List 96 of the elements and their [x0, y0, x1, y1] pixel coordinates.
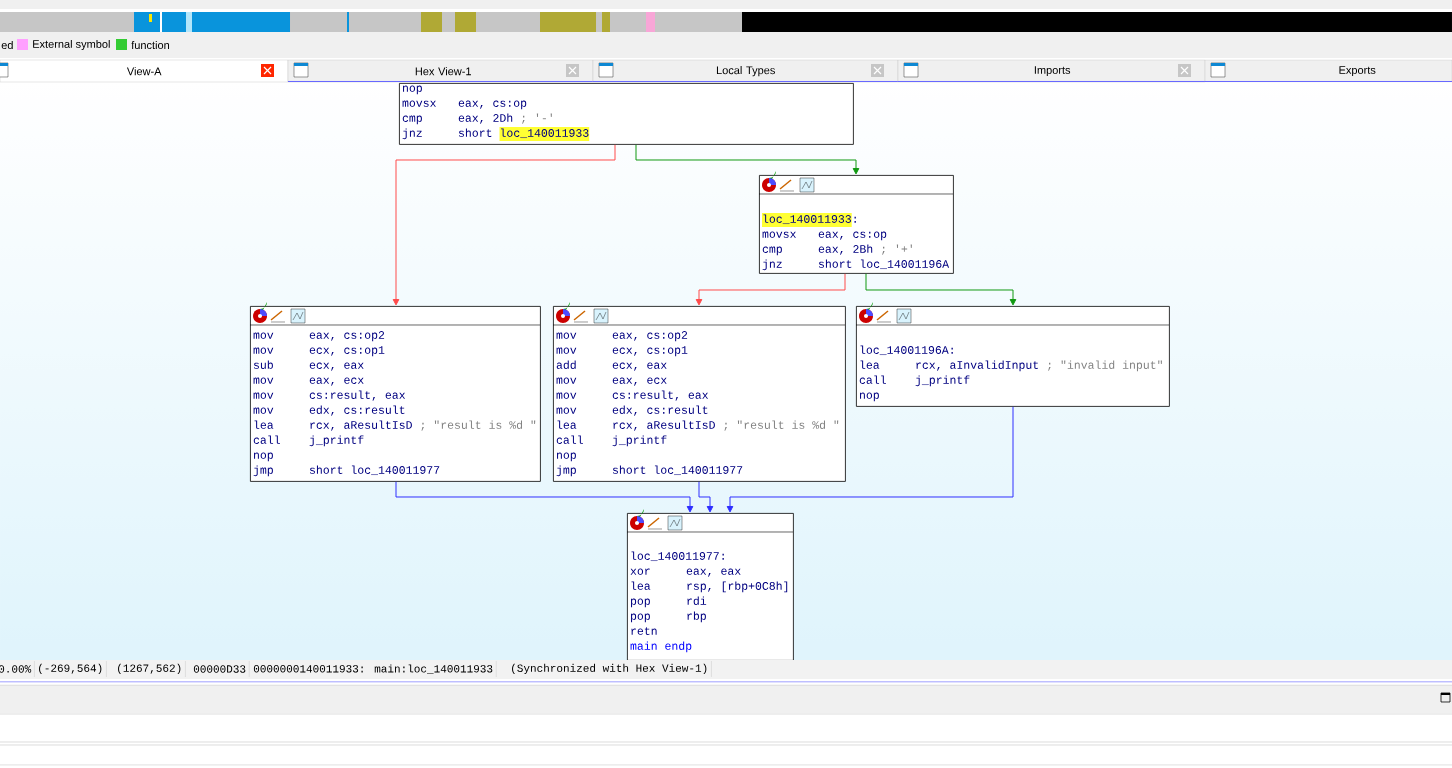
operand: short — [458, 128, 492, 137]
mnemonic: mov — [556, 392, 577, 399]
operand: rbp — [687, 611, 706, 623]
mnemonic: nop — [557, 452, 576, 462]
arrow — [698, 481, 714, 513]
operand: eax, 2Bh — [818, 244, 873, 255]
mnemonic: nop — [860, 392, 879, 402]
mnemonic: lea — [860, 360, 880, 369]
mnemonic: call — [253, 435, 280, 444]
operand: eax, cs:op2 — [309, 331, 385, 342]
operand: short loc_140011977 — [309, 465, 440, 476]
status-text: (Synchronized with Hex View-1) — [512, 663, 707, 675]
mnemonic: mov — [556, 332, 577, 339]
mnemonic: mov — [253, 347, 274, 354]
operand: j_printf — [309, 435, 364, 447]
operand: eax, eax — [686, 568, 741, 577]
mnemonic: mov — [253, 377, 274, 384]
mnemonic: mov — [253, 407, 274, 414]
mnemonic: mov — [556, 347, 577, 354]
arrow — [635, 144, 860, 175]
status-text: 00000D33 — [193, 665, 246, 673]
operand: j_printf — [915, 375, 970, 387]
tab: Imports — [897, 59, 1206, 83]
tab: View-A — [0, 59, 289, 83]
mnemonic: jnz — [402, 128, 422, 140]
operand: ecx, cs:op1 — [309, 346, 385, 357]
mnemonic: xor — [630, 568, 650, 575]
operand: eax, cs:op — [458, 100, 527, 110]
mnemonic: cmp — [402, 115, 422, 125]
mnemonic: mov — [556, 407, 577, 414]
legend-text: External symbol — [33, 39, 110, 51]
mnemonic: call — [859, 375, 886, 384]
mnemonic: jmp — [556, 465, 576, 477]
code-label: loc_140011977: — [631, 551, 724, 562]
mnemonic: jmp — [253, 465, 273, 477]
tab: Hex View-1 — [287, 59, 594, 83]
mnemonic: mov — [253, 332, 274, 339]
legend-text: function — [131, 40, 169, 50]
status-text: (-269,564) — [39, 663, 102, 675]
mnemonic: mov — [253, 392, 274, 399]
operand: eax, ecx — [612, 377, 667, 386]
operand: edx, cs:result — [309, 405, 405, 416]
legend-text: ed — [1, 40, 13, 50]
arrow — [392, 144, 616, 306]
comment: ; '-' — [522, 113, 552, 124]
tab: Local Types — [592, 59, 899, 83]
tab: Exports — [1204, 59, 1452, 83]
mnemonic: call — [556, 435, 583, 444]
operand: cs:result, eax — [612, 390, 709, 401]
operand: eax, ecx — [309, 377, 364, 386]
mnemonic: lea — [631, 581, 651, 590]
operand: rcx, aResultIsD — [310, 420, 412, 431]
operand: eax, 2Dh — [458, 113, 513, 124]
comment: ; '+' — [882, 244, 912, 255]
mnemonic: lea — [254, 420, 274, 429]
operand: short loc_14001196A — [818, 259, 950, 270]
comment: ; "invalid input" — [1048, 360, 1162, 372]
mnemonic: jnz — [762, 259, 782, 271]
operand: rcx, aResultIsD — [613, 420, 715, 431]
operand: ecx, cs:op1 — [612, 346, 688, 357]
status-text: (1267,562) — [118, 663, 181, 675]
mnemonic: movsx — [402, 100, 436, 107]
mnemonic: nop — [254, 452, 273, 462]
mnemonic: sub — [253, 360, 273, 369]
operand: rcx, aInvalidInput — [916, 360, 1038, 372]
operand: short loc_140011977 — [612, 465, 743, 476]
operand: cs:result, eax — [309, 390, 406, 401]
operand: eax, cs:op2 — [612, 331, 688, 342]
operand: j_printf — [612, 435, 667, 447]
operand: ecx, eax — [612, 362, 667, 371]
arrow — [395, 481, 694, 513]
operand: eax, cs:op — [818, 231, 887, 241]
status-text: 0000000140011933: main:loc_140011933 — [253, 664, 493, 674]
mnemonic: movsx — [762, 231, 796, 238]
highlighted-label: loc_140011933 — [762, 213, 852, 227]
mnemonic: pop — [631, 598, 650, 608]
comment: ; "result is %d " — [724, 420, 839, 431]
mnemonic: retn — [631, 627, 657, 635]
operand: edx, cs:result — [612, 405, 708, 416]
mnemonic: add — [556, 360, 576, 369]
mnemonic: mov — [556, 377, 577, 384]
operand: rsp, [rbp+0C8h] — [687, 581, 788, 593]
arrow — [865, 273, 1017, 306]
keyword: main endp — [630, 641, 692, 653]
code-label: loc_14001196A: — [860, 345, 953, 356]
comment: ; "result is %d " — [421, 420, 536, 431]
operand: ecx, eax — [309, 362, 364, 371]
mnemonic: lea — [557, 420, 577, 429]
operand: rdi — [687, 596, 707, 605]
mnemonic: nop — [403, 85, 422, 95]
arrow — [695, 273, 846, 306]
arrow — [726, 406, 1014, 513]
code-label: : — [854, 216, 856, 223]
mnemonic: pop — [631, 613, 650, 623]
mnemonic: cmp — [762, 246, 782, 256]
highlighted-label: loc_140011933 — [499, 127, 590, 141]
